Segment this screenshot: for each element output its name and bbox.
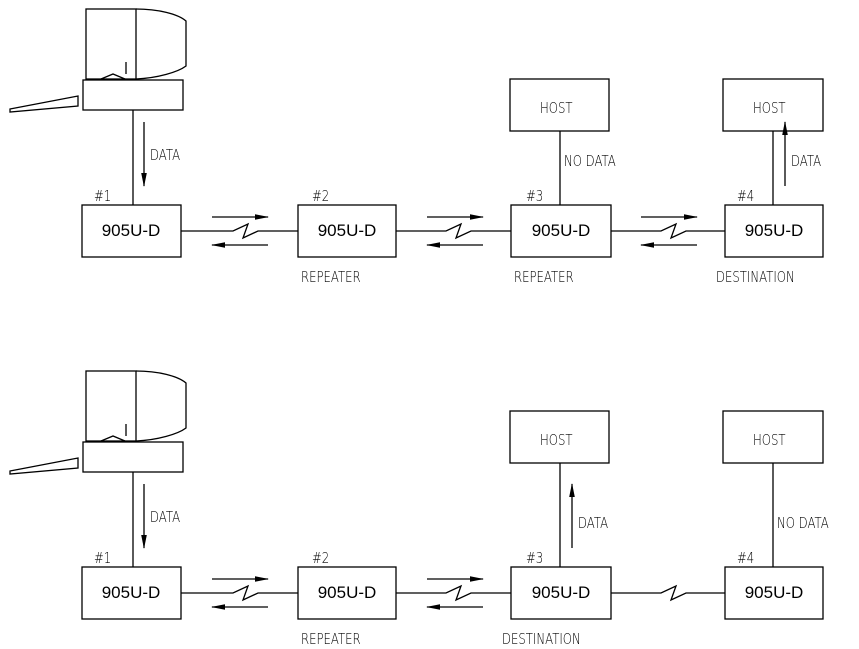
computer-data-label: DATA — [150, 148, 180, 165]
radio-unit-box — [297, 204, 397, 258]
host-label: HOST — [753, 101, 786, 118]
unit-number-label: #1 — [94, 551, 111, 568]
radio-unit-label: 905U-D — [532, 583, 591, 602]
unit-number-label: #1 — [94, 189, 111, 206]
unit-role-label: REPEATER — [301, 270, 361, 287]
host-label: HOST — [540, 433, 573, 450]
radio-link — [611, 584, 725, 602]
radio-link — [396, 214, 511, 248]
unit-number-label: #2 — [312, 551, 329, 568]
unit-number-label: #4 — [737, 551, 754, 568]
radio-link — [181, 576, 298, 610]
radio-unit-label: 905U-D — [745, 583, 804, 602]
radio-unit-label: 905U-D — [532, 221, 591, 240]
host-box — [509, 410, 610, 464]
radio-link — [611, 214, 725, 248]
unit-role-label: DESTINATION — [502, 632, 581, 649]
diagram-row-2: DATA #1 905U-D #2 905U-D REPEATER #3 905… — [9, 370, 829, 649]
diagram-row-1: DATA #1 905U-D #2 905U-D REPEATER #3 905… — [9, 8, 824, 287]
radio-unit-box — [724, 566, 824, 620]
unit-number-label: #2 — [312, 189, 329, 206]
radio-unit-box — [81, 204, 182, 258]
unit-number-label: #3 — [526, 189, 543, 206]
radio-unit-label: 905U-D — [102, 583, 161, 602]
host-data-label: DATA — [578, 516, 608, 533]
host-label: HOST — [540, 101, 573, 118]
unit-role-label: REPEATER — [514, 270, 574, 287]
computer-data-label: DATA — [150, 510, 180, 527]
radio-unit-label: 905U-D — [318, 221, 377, 240]
host-data-label: NO DATA — [777, 516, 829, 533]
radio-unit-label: 905U-D — [318, 583, 377, 602]
computer-icon — [9, 8, 187, 113]
host-data-label: DATA — [791, 154, 821, 171]
host-box — [509, 78, 610, 132]
radio-unit-label: 905U-D — [102, 221, 161, 240]
unit-number-label: #3 — [526, 551, 543, 568]
radio-unit-box — [510, 204, 612, 258]
host-box — [722, 410, 824, 464]
computer-icon — [9, 370, 187, 475]
unit-role-label: REPEATER — [301, 632, 361, 649]
radio-unit-box — [510, 566, 612, 620]
radio-link — [181, 214, 298, 248]
unit-number-label: #4 — [737, 189, 754, 206]
unit-role-label: DESTINATION — [716, 270, 795, 287]
host-data-label: NO DATA — [564, 154, 616, 171]
radio-link — [396, 576, 511, 610]
host-label: HOST — [753, 433, 786, 450]
radio-unit-label: 905U-D — [745, 221, 804, 240]
radio-unit-box — [724, 204, 824, 258]
